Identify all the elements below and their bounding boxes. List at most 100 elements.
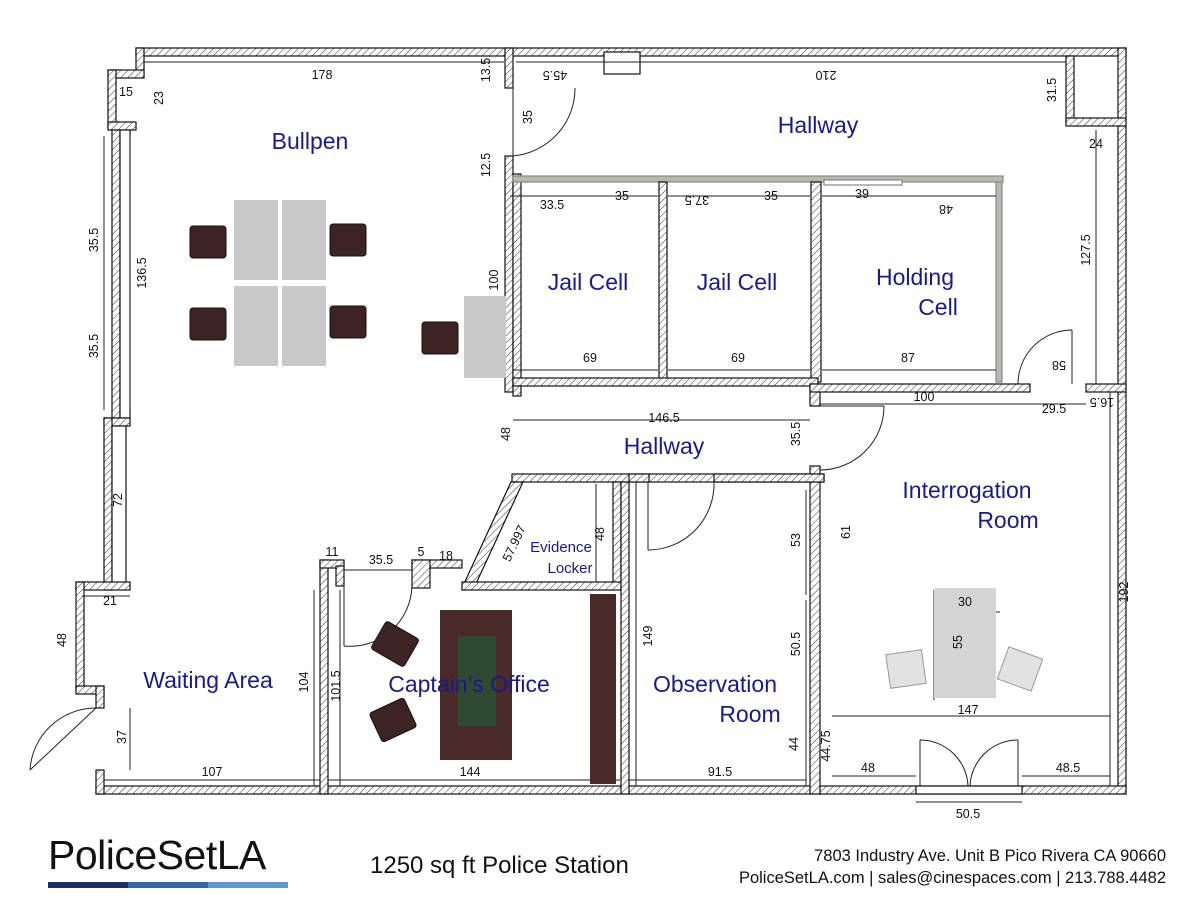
dim-label: 13.5 [479, 58, 493, 82]
bullpen-side-desk [464, 296, 506, 378]
dim-label: 48 [55, 633, 69, 647]
dim-label: 48 [499, 427, 513, 441]
wall-captain-top-left [319, 559, 345, 569]
dim-label: 178 [312, 68, 333, 82]
dim-label: 57.997 [500, 523, 529, 564]
room-label-observation: Observation [653, 671, 777, 697]
wall-observation-jamb [628, 473, 650, 483]
wall-waiting-door-jamb [95, 685, 105, 709]
room-label-jail-cell-1: Jail Cell [548, 269, 629, 295]
wall-cell-1-2 [658, 181, 668, 383]
cell-bars-right [995, 181, 1003, 383]
chair-icon [885, 649, 927, 689]
dim-label: 15 [119, 85, 133, 99]
room-label-holding-cell: Holding [876, 264, 954, 290]
dim-label: 55 [951, 635, 965, 649]
dim-label: 149 [641, 626, 655, 647]
dim-label: 45.5 [543, 68, 567, 82]
furniture [189, 200, 1044, 784]
door-interrogation [819, 405, 885, 471]
wall-left-window [111, 129, 121, 419]
wall-waiting-bottom-jamb [95, 769, 105, 795]
brand-bar [48, 882, 288, 888]
dim-label: 30 [958, 595, 972, 609]
dim-label: 35.5 [87, 334, 101, 358]
room-label-jail-cell-2: Jail Cell [697, 269, 778, 295]
dim-label: 136.5 [135, 257, 149, 288]
door-entry [29, 707, 97, 771]
room-label-hallway-mid: Hallway [624, 433, 705, 459]
dim-label: 69 [583, 351, 597, 365]
wall-column-left [107, 69, 117, 129]
door-hallway-top [512, 87, 576, 157]
wall-ir-top [809, 383, 1031, 393]
dim-label: 12.5 [479, 153, 493, 177]
dim-label: 29.5 [1042, 402, 1066, 416]
door-ir-double-right [969, 739, 1019, 787]
window-left [119, 129, 131, 419]
bullpen-table [282, 200, 326, 280]
wall-captain-left [319, 559, 329, 795]
dim-label: 87 [901, 351, 915, 365]
dim-label: 146.5 [648, 411, 679, 425]
interrogation-double-door-opening [915, 785, 1023, 795]
dim-label: 144 [460, 765, 481, 779]
brand-bar-segment [128, 882, 208, 888]
dim-label: 127.5 [1079, 234, 1093, 265]
dim-label: 91.5 [708, 765, 732, 779]
dim-label: 210 [816, 68, 837, 82]
walls [75, 47, 1127, 795]
dim-label: 35 [615, 189, 629, 203]
dim-label: 44.75 [819, 730, 833, 761]
chair-icon [189, 307, 227, 341]
brand-bar-segment [48, 882, 128, 888]
bullpen-table [234, 286, 278, 366]
dim-label: 23 [152, 91, 166, 105]
dim-label: 35.5 [87, 228, 101, 252]
dim-label: 44 [787, 737, 801, 751]
door-ir-top-right [1017, 329, 1073, 385]
room-label-interrogation-2: Room [977, 507, 1038, 533]
wall-hall-jamb [512, 385, 522, 397]
vent [603, 51, 641, 75]
dim-label: 21 [103, 594, 117, 608]
door-ir-double-left [919, 739, 969, 787]
wall-divider-top [504, 47, 514, 89]
dim-label: 58 [1052, 358, 1066, 372]
dim-label: 107 [202, 765, 223, 779]
chair-icon [369, 697, 417, 743]
bullpen-table [282, 286, 326, 366]
dim-label: 48.5 [1056, 761, 1080, 775]
dim-label: 35 [521, 110, 535, 124]
desk-blotter [458, 636, 496, 726]
dim-label: 37.5 [685, 193, 709, 207]
bullpen-table [234, 200, 278, 280]
contact-info: PoliceSetLA.com | sales@cinespaces.com |… [738, 869, 1166, 887]
wall-cell-left [512, 173, 522, 385]
wall-captain-notch [411, 559, 431, 589]
dim-label: 18 [439, 549, 453, 563]
dim-label: 61 [839, 525, 853, 539]
credenza [590, 594, 616, 784]
wall-ir-top-right [1085, 383, 1127, 393]
room-label-captain: Captain’s Office [388, 671, 550, 697]
dim-label: 48 [939, 202, 953, 216]
wall-ir-left [809, 465, 821, 795]
dim-label: 48 [861, 761, 875, 775]
wall-column-bottom [107, 121, 137, 131]
dim-label: 104 [297, 672, 311, 693]
dim-label: 24 [1089, 137, 1103, 151]
wall-evidence-bottom [461, 581, 622, 591]
dim-label: 72 [111, 493, 125, 507]
dim-label: 39 [855, 187, 869, 201]
dim-label: 35.5 [789, 422, 803, 446]
cell-bars-top [512, 175, 1004, 183]
dim-label: 16.5 [1090, 395, 1114, 409]
door-observation [647, 481, 715, 551]
dim-label: 69 [731, 351, 745, 365]
dim-label: 147 [958, 703, 979, 717]
interrogation-table [934, 588, 996, 698]
wall-observation-left [620, 481, 630, 795]
chair-icon [421, 321, 459, 355]
